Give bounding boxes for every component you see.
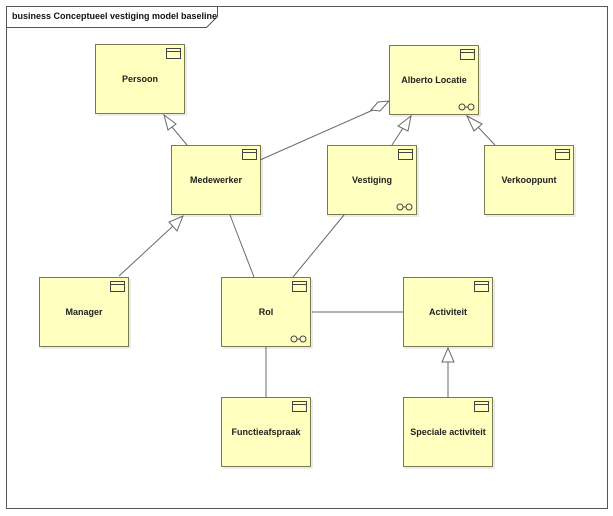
- element-rol[interactable]: Rol: [221, 277, 311, 347]
- generalization-arrowhead-medewerker: [168, 215, 184, 232]
- element-speciale-activiteit[interactable]: Speciale activiteit: [403, 397, 493, 467]
- element-vestiging[interactable]: Vestiging: [327, 145, 417, 215]
- element-label: Activiteit: [428, 307, 467, 317]
- element-label: Rol: [258, 307, 274, 317]
- element-functieafspraak[interactable]: Functieafspraak: [221, 397, 311, 467]
- association-medewerker-rol[interactable]: [229, 214, 255, 278]
- class-icon: [474, 401, 489, 412]
- diagram-frame: [6, 6, 608, 509]
- element-verkooppunt[interactable]: Verkooppunt: [484, 145, 574, 215]
- aggregation-medewerker-alberto-locatie[interactable]: [259, 109, 374, 161]
- link-icon: [290, 335, 307, 343]
- class-icon: [460, 49, 475, 60]
- generalization-arrowhead-verkooppunt: [465, 114, 483, 132]
- element-alberto-locatie[interactable]: Alberto Locatie: [389, 45, 479, 115]
- generalization-arrowhead-activiteit: [441, 346, 455, 363]
- class-icon: [292, 281, 307, 292]
- link-icon: [396, 203, 413, 211]
- element-activiteit[interactable]: Activiteit: [403, 277, 493, 347]
- generalization-vestiging-alberto-locatie[interactable]: [391, 127, 404, 146]
- class-icon: [474, 281, 489, 292]
- element-medewerker[interactable]: Medewerker: [171, 145, 261, 215]
- element-label: Medewerker: [189, 175, 243, 185]
- association-vestiging-rol[interactable]: [292, 214, 345, 278]
- element-label: Speciale activiteit: [410, 427, 486, 437]
- generalization-arrowhead-persoon: [163, 113, 177, 131]
- generalization-medewerker-persoon[interactable]: [171, 126, 188, 146]
- class-icon: [398, 149, 413, 160]
- title-tab-outline: [6, 6, 218, 28]
- class-icon: [110, 281, 125, 292]
- class-icon: [292, 401, 307, 412]
- element-persoon[interactable]: Persoon: [95, 44, 185, 114]
- class-icon: [555, 149, 570, 160]
- element-label: Manager: [65, 307, 103, 317]
- generalization-manager-medewerker[interactable]: [118, 225, 174, 277]
- element-label: Vestiging: [351, 175, 392, 185]
- class-icon: [242, 149, 257, 160]
- diagram-title: business Conceptueel vestiging model bas…: [12, 11, 218, 21]
- link-icon: [458, 103, 475, 111]
- generalization-verkooppunt-alberto-locatie[interactable]: [477, 126, 496, 146]
- class-icon: [166, 48, 181, 59]
- aggregation-diamond: [369, 100, 391, 112]
- element-label: Functieafspraak: [231, 427, 301, 437]
- element-manager[interactable]: Manager: [39, 277, 129, 347]
- element-label: Persoon: [121, 74, 158, 84]
- element-label: Alberto Locatie: [401, 75, 467, 85]
- element-label: Verkooppunt: [501, 175, 557, 185]
- generalization-arrowhead-vestiging: [397, 114, 412, 132]
